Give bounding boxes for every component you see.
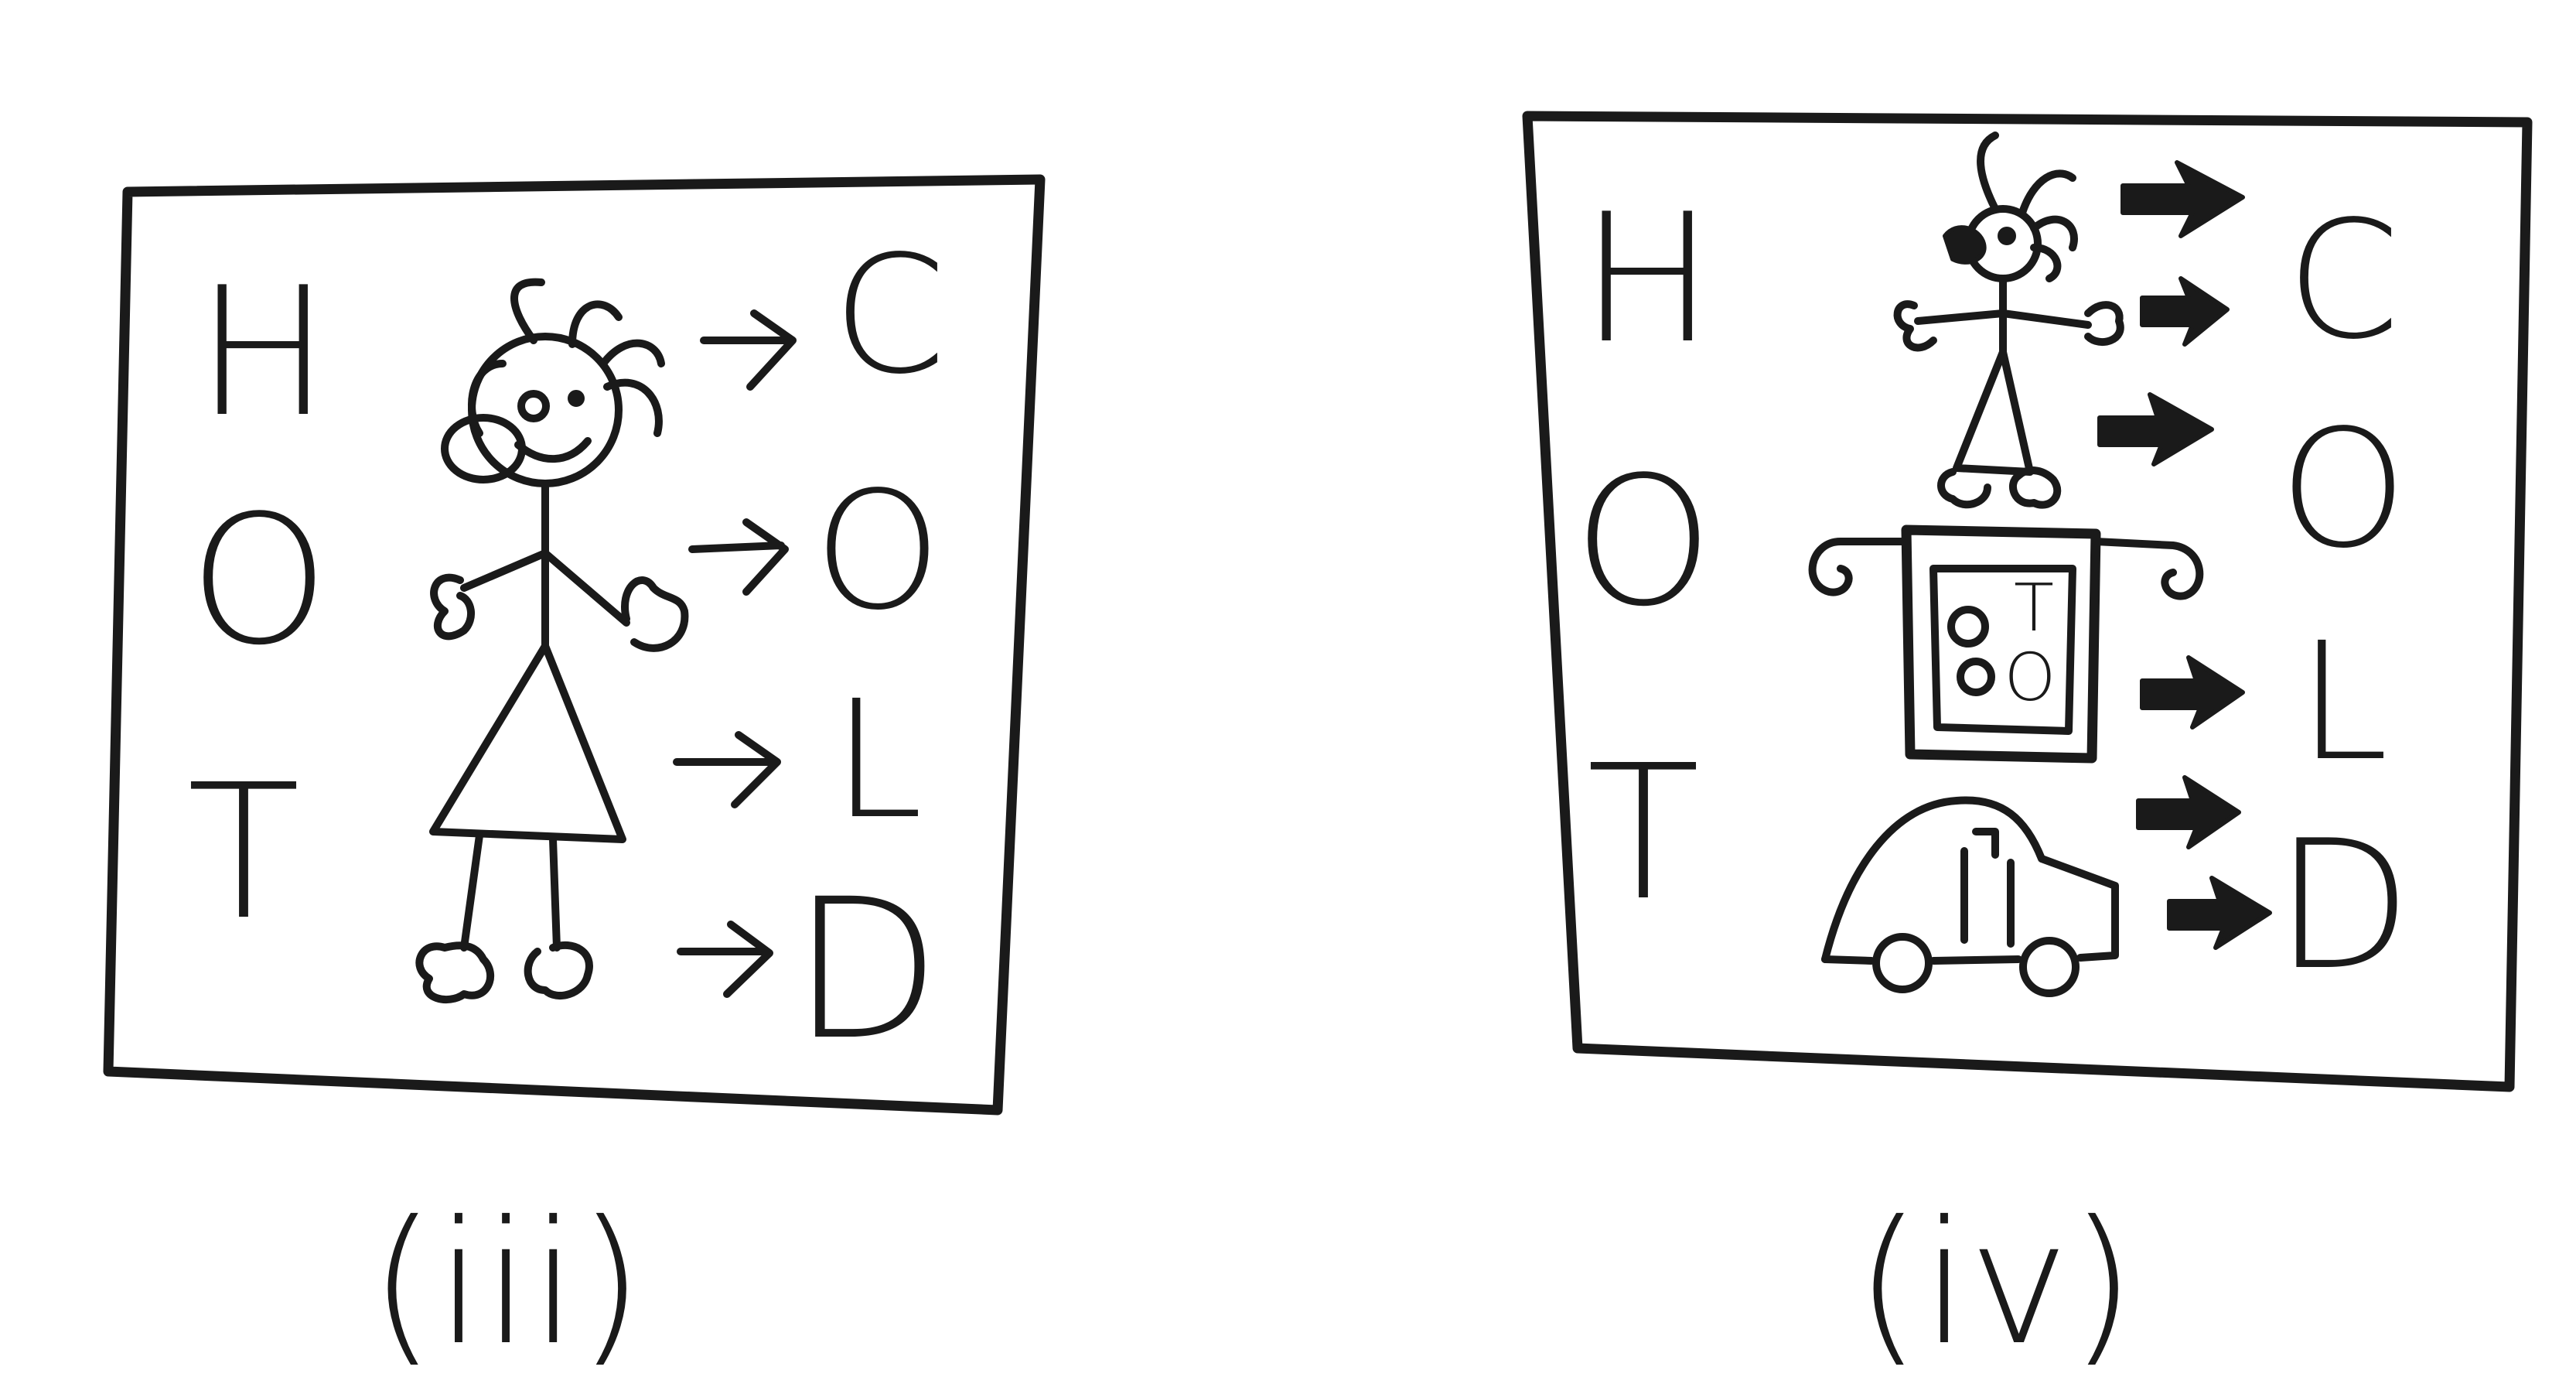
panel-iii-right-letter-o: O	[814, 456, 941, 646]
bold-arrow-4	[2140, 655, 2245, 730]
stick-figure-girl	[415, 278, 689, 1004]
scroll-box-left-curl	[1808, 538, 1910, 596]
scroll-box-inner-frame	[1929, 565, 2076, 735]
arrow-to-c	[700, 309, 797, 391]
car-window	[1972, 828, 1999, 859]
small-figure-left-hand	[1893, 300, 1937, 352]
panel-iii-arrows	[673, 309, 797, 998]
panel-iii-left-letter-h: H	[196, 250, 330, 456]
scroll-box-outline	[1901, 524, 2101, 764]
girl-legs	[460, 832, 561, 952]
panel-iii-left-letter-t: T	[187, 744, 301, 961]
panel-iv-right-letter-l: L	[2298, 607, 2389, 797]
panel-iii: H O T C O L	[103, 174, 1046, 1377]
panel-iv-left-letter-o: O	[1573, 439, 1713, 646]
small-figure-dress	[1953, 348, 2034, 476]
small-figure-right-hand	[2084, 301, 2124, 347]
panel-iv: H O T T O	[1522, 111, 2533, 1377]
girl-right-foot	[524, 941, 593, 1000]
panel-iv-caption: (iv)	[1855, 1184, 2136, 1377]
scroll-box-right-curl	[2092, 538, 2204, 600]
bold-arrow-6	[2167, 876, 2272, 950]
car-door	[1960, 847, 2015, 948]
scroll-box-letter-t: T	[2014, 570, 2054, 647]
small-stick-figure	[1893, 132, 2124, 509]
panel-iii-caption: (iii)	[369, 1184, 643, 1377]
scroll-box: T O	[1808, 524, 2204, 764]
panel-iii-right-letter-d: D	[792, 857, 941, 1082]
panel-iv-left-letter-t: T	[1587, 725, 1701, 941]
panel-iii-frame	[103, 174, 1046, 1116]
panel-iv-left-letter-h: H	[1581, 176, 1714, 383]
girl-eye	[517, 390, 550, 422]
car-body	[1821, 796, 2119, 963]
small-figure-arms	[1914, 309, 2092, 329]
arrow-to-l	[673, 731, 781, 808]
girl-left-hand	[430, 573, 475, 641]
car-front-wheel	[1872, 933, 1933, 993]
scroll-box-gear-icon-2	[1957, 658, 1995, 696]
panel-iv-frame	[1522, 111, 2533, 1092]
scroll-box-gear-icon	[1947, 606, 1989, 647]
panel-iii-right-letter-l: L	[833, 665, 923, 855]
arrow-to-d	[677, 921, 773, 998]
panel-iv-right-letter-o: O	[2279, 395, 2407, 584]
girl-dress	[429, 553, 626, 843]
bold-arrow-3	[2097, 392, 2214, 466]
panel-iv-bold-arrows	[2097, 160, 2272, 950]
girl-smile	[514, 437, 592, 463]
car	[1821, 796, 2119, 997]
car-back-wheel	[2019, 937, 2080, 997]
small-figure-feet	[1937, 466, 2062, 509]
girl-eye-2	[568, 390, 585, 407]
girl-left-foot	[415, 941, 495, 1004]
small-figure-face-patch	[1943, 225, 1987, 265]
bold-arrow-5	[2136, 775, 2241, 849]
small-figure-hair	[1977, 132, 2078, 282]
panel-iv-right-letter-c: C	[2287, 186, 2400, 375]
panel-iv-right-letter-d: D	[2274, 803, 2411, 1010]
small-figure-eye	[1998, 227, 2016, 245]
car-bottom	[1821, 955, 2022, 965]
bold-arrow-2	[2140, 276, 2230, 347]
arrow-to-o	[688, 518, 789, 596]
scroll-box-letter-o: O	[2005, 640, 2056, 716]
girl-right-hand	[621, 576, 689, 652]
panel-iii-left-letter-o: O	[189, 478, 329, 685]
bold-arrow-1	[2121, 160, 2245, 238]
panel-iii-right-letter-c: C	[833, 220, 947, 410]
girl-hair	[468, 278, 665, 437]
